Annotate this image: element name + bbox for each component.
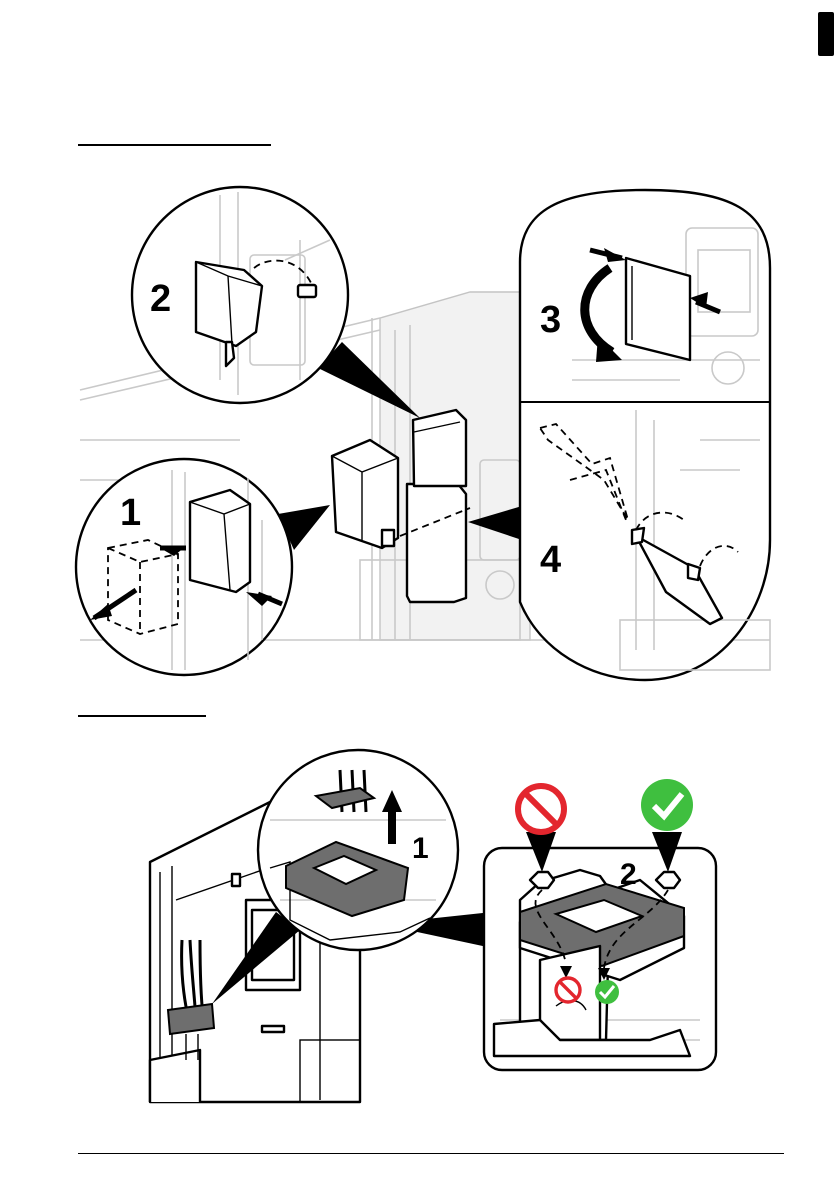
detail-circle-step-1: 1 — [258, 750, 458, 950]
detail-panel-step-2: 2 — [484, 848, 716, 1070]
check-circle-icon — [641, 779, 693, 831]
step-1-label: 1 — [412, 832, 429, 865]
step-2-label: 2 — [620, 858, 637, 891]
small-check-icon — [595, 980, 619, 1004]
